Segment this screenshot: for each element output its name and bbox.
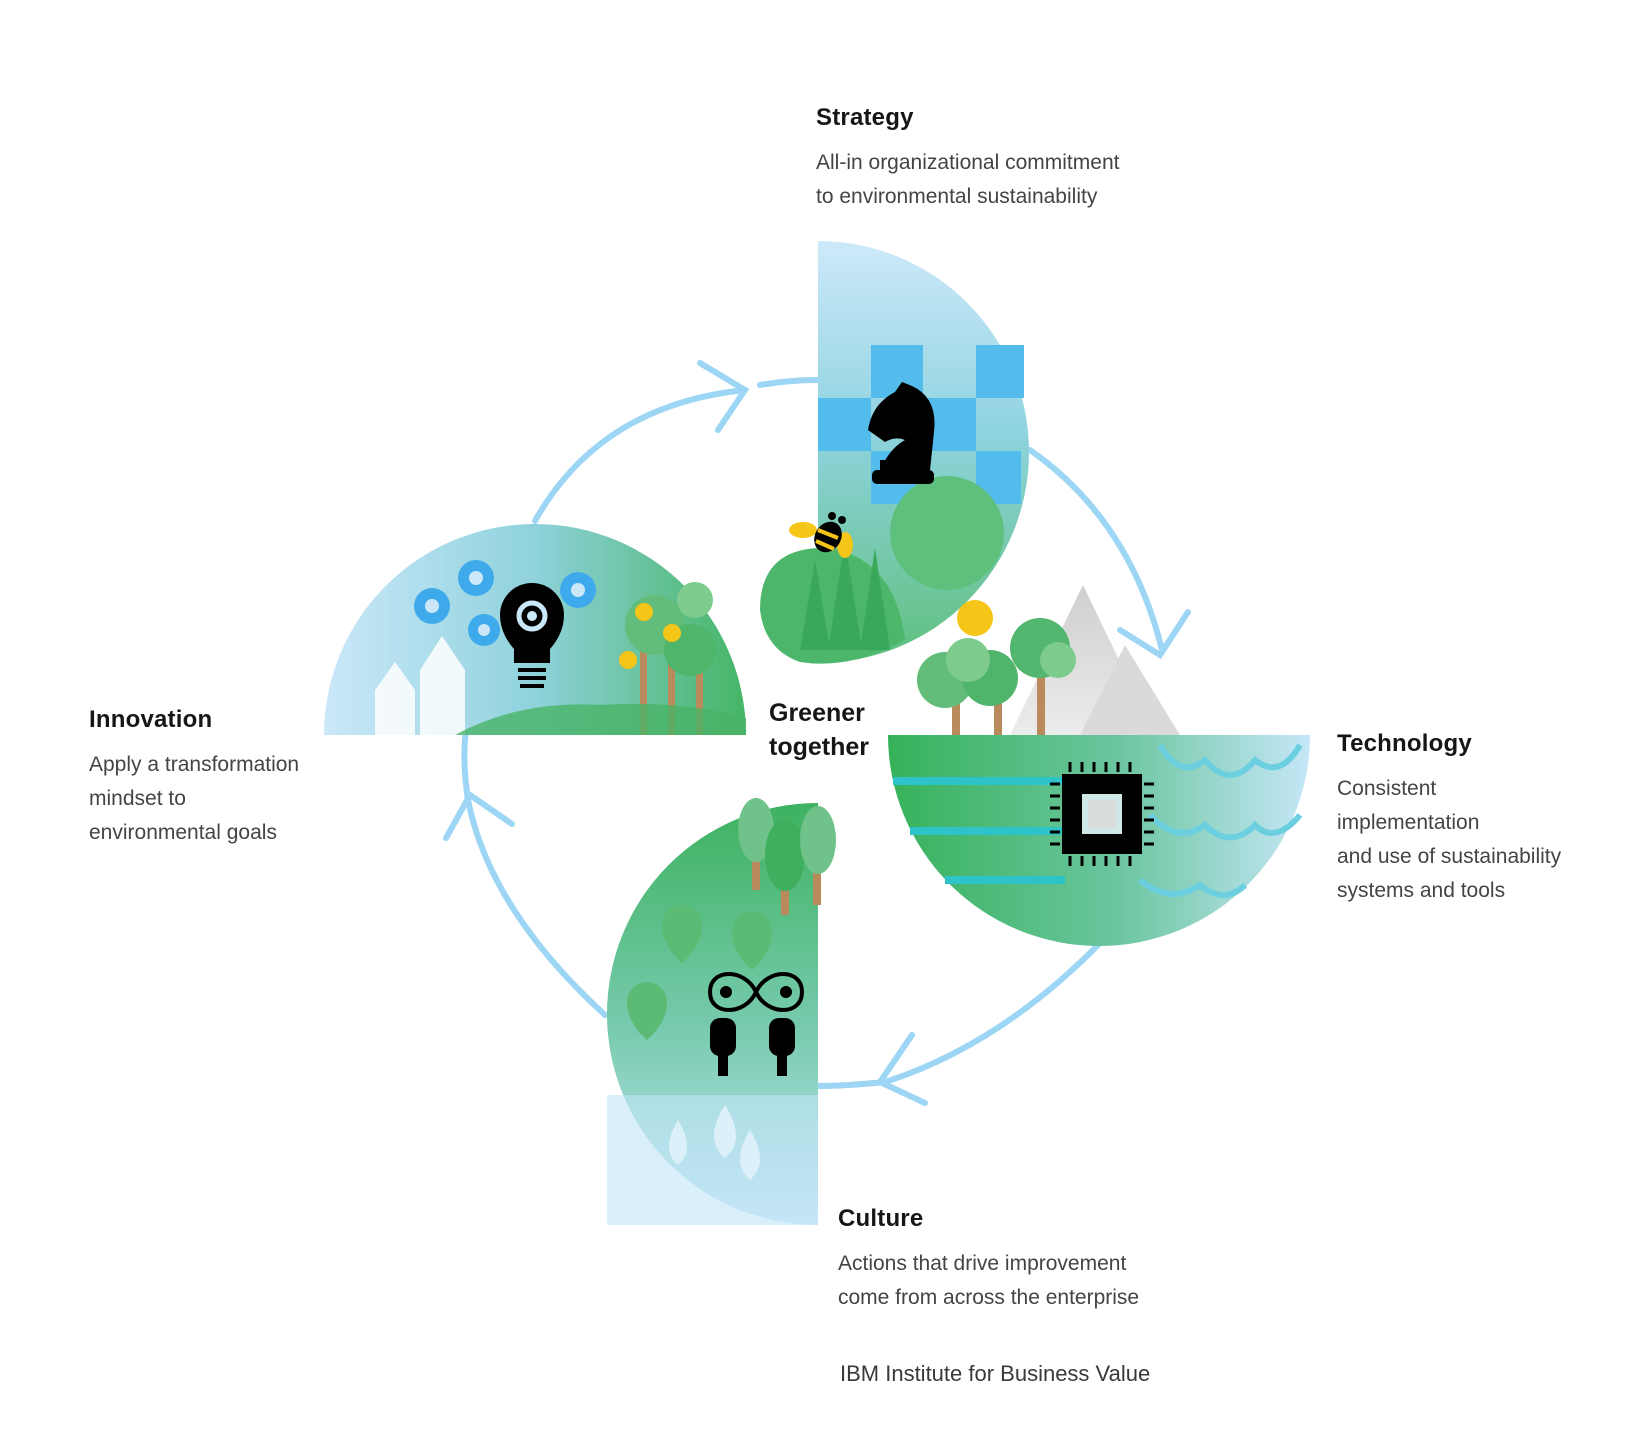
stream-lines [893,777,1070,884]
strategy-label-block: Strategy All-in organizational commitmen… [816,104,1119,214]
culture-quadrant [607,798,836,1225]
arc-strategy-to-technology [1027,447,1165,653]
strategy-description: All-in organizational commitment to envi… [816,146,1119,214]
strategy-desc-line: to environmental sustainability [816,185,1098,208]
strategy-quadrant [760,241,1029,664]
mountain-small-icon [1080,645,1180,735]
bee-icon [789,512,853,558]
technology-desc-line: Consistent [1337,777,1437,800]
technology-label-block: Technology Consistent implementation and… [1337,730,1561,908]
sun-icon [957,600,993,636]
pine-trees [800,540,890,650]
strategy-desc-line: All-in organizational commitment [816,151,1120,174]
green-hill [890,476,1004,590]
arrow-head-strategy-icon [697,360,750,433]
innovation-desc-line: Apply a transformation [89,753,300,776]
cycle-arrows [443,360,1191,1106]
chess-knight-icon [868,382,935,484]
location-pins [627,905,772,1040]
technology-quadrant [888,585,1310,946]
innovation-title: Innovation [89,706,213,733]
culture-description: Actions that drive improvement come from… [838,1247,1139,1315]
arrow-head-culture-icon [875,1032,928,1106]
center-label: Greener together [769,696,869,764]
arc-technology-to-culture [882,940,1103,1085]
technology-description: Consistent implementation and use of sus… [1337,772,1561,908]
microchip-icon [1050,762,1154,866]
technology-title: Technology [1337,730,1472,757]
fruit-tree-icon [619,582,716,735]
source-credit: IBM Institute for Business Value [840,1361,1151,1386]
innovation-hill [455,703,746,735]
culture-label-block: Culture Actions that drive improvement c… [838,1205,1139,1315]
lightbulb-gear-icon [500,583,564,688]
arc-culture-to-innovation [465,797,608,1018]
tree-cluster [917,618,1076,735]
center-label-line: Greener [769,699,865,727]
arc-innovation-to-strategy [532,387,748,524]
center-label-line: together [769,733,869,761]
innovation-label-block: Innovation Apply a transformation mindse… [89,706,299,850]
strategy-title: Strategy [816,104,914,131]
technology-desc-line: and use of sustainability [1337,845,1562,868]
culture-title: Culture [838,1205,924,1232]
innovation-desc-line: environmental goals [89,821,277,844]
people-infinity-icon [707,972,805,1076]
arc-bottom-link [815,1079,888,1089]
technology-desc-line: systems and tools [1337,879,1506,902]
arrow-head-technology-icon [1117,609,1191,660]
culture-desc-line: come from across the enterprise [838,1286,1140,1309]
water-drops [669,1105,760,1180]
buildings-icon [375,636,465,735]
arc-top-link [757,377,821,388]
technology-desc-line: implementation [1337,811,1480,834]
innovation-description: Apply a transformation mindset to enviro… [89,748,299,850]
arrow-head-innovation-icon [443,790,515,841]
water-band [607,1095,818,1225]
innovation-quadrant [324,524,746,735]
wave-pattern [1138,743,1303,898]
arc-left-link [461,727,471,803]
culture-desc-line: Actions that drive improvement [838,1252,1127,1275]
culture-trees [738,798,836,915]
innovation-desc-line: mindset to [89,787,186,810]
